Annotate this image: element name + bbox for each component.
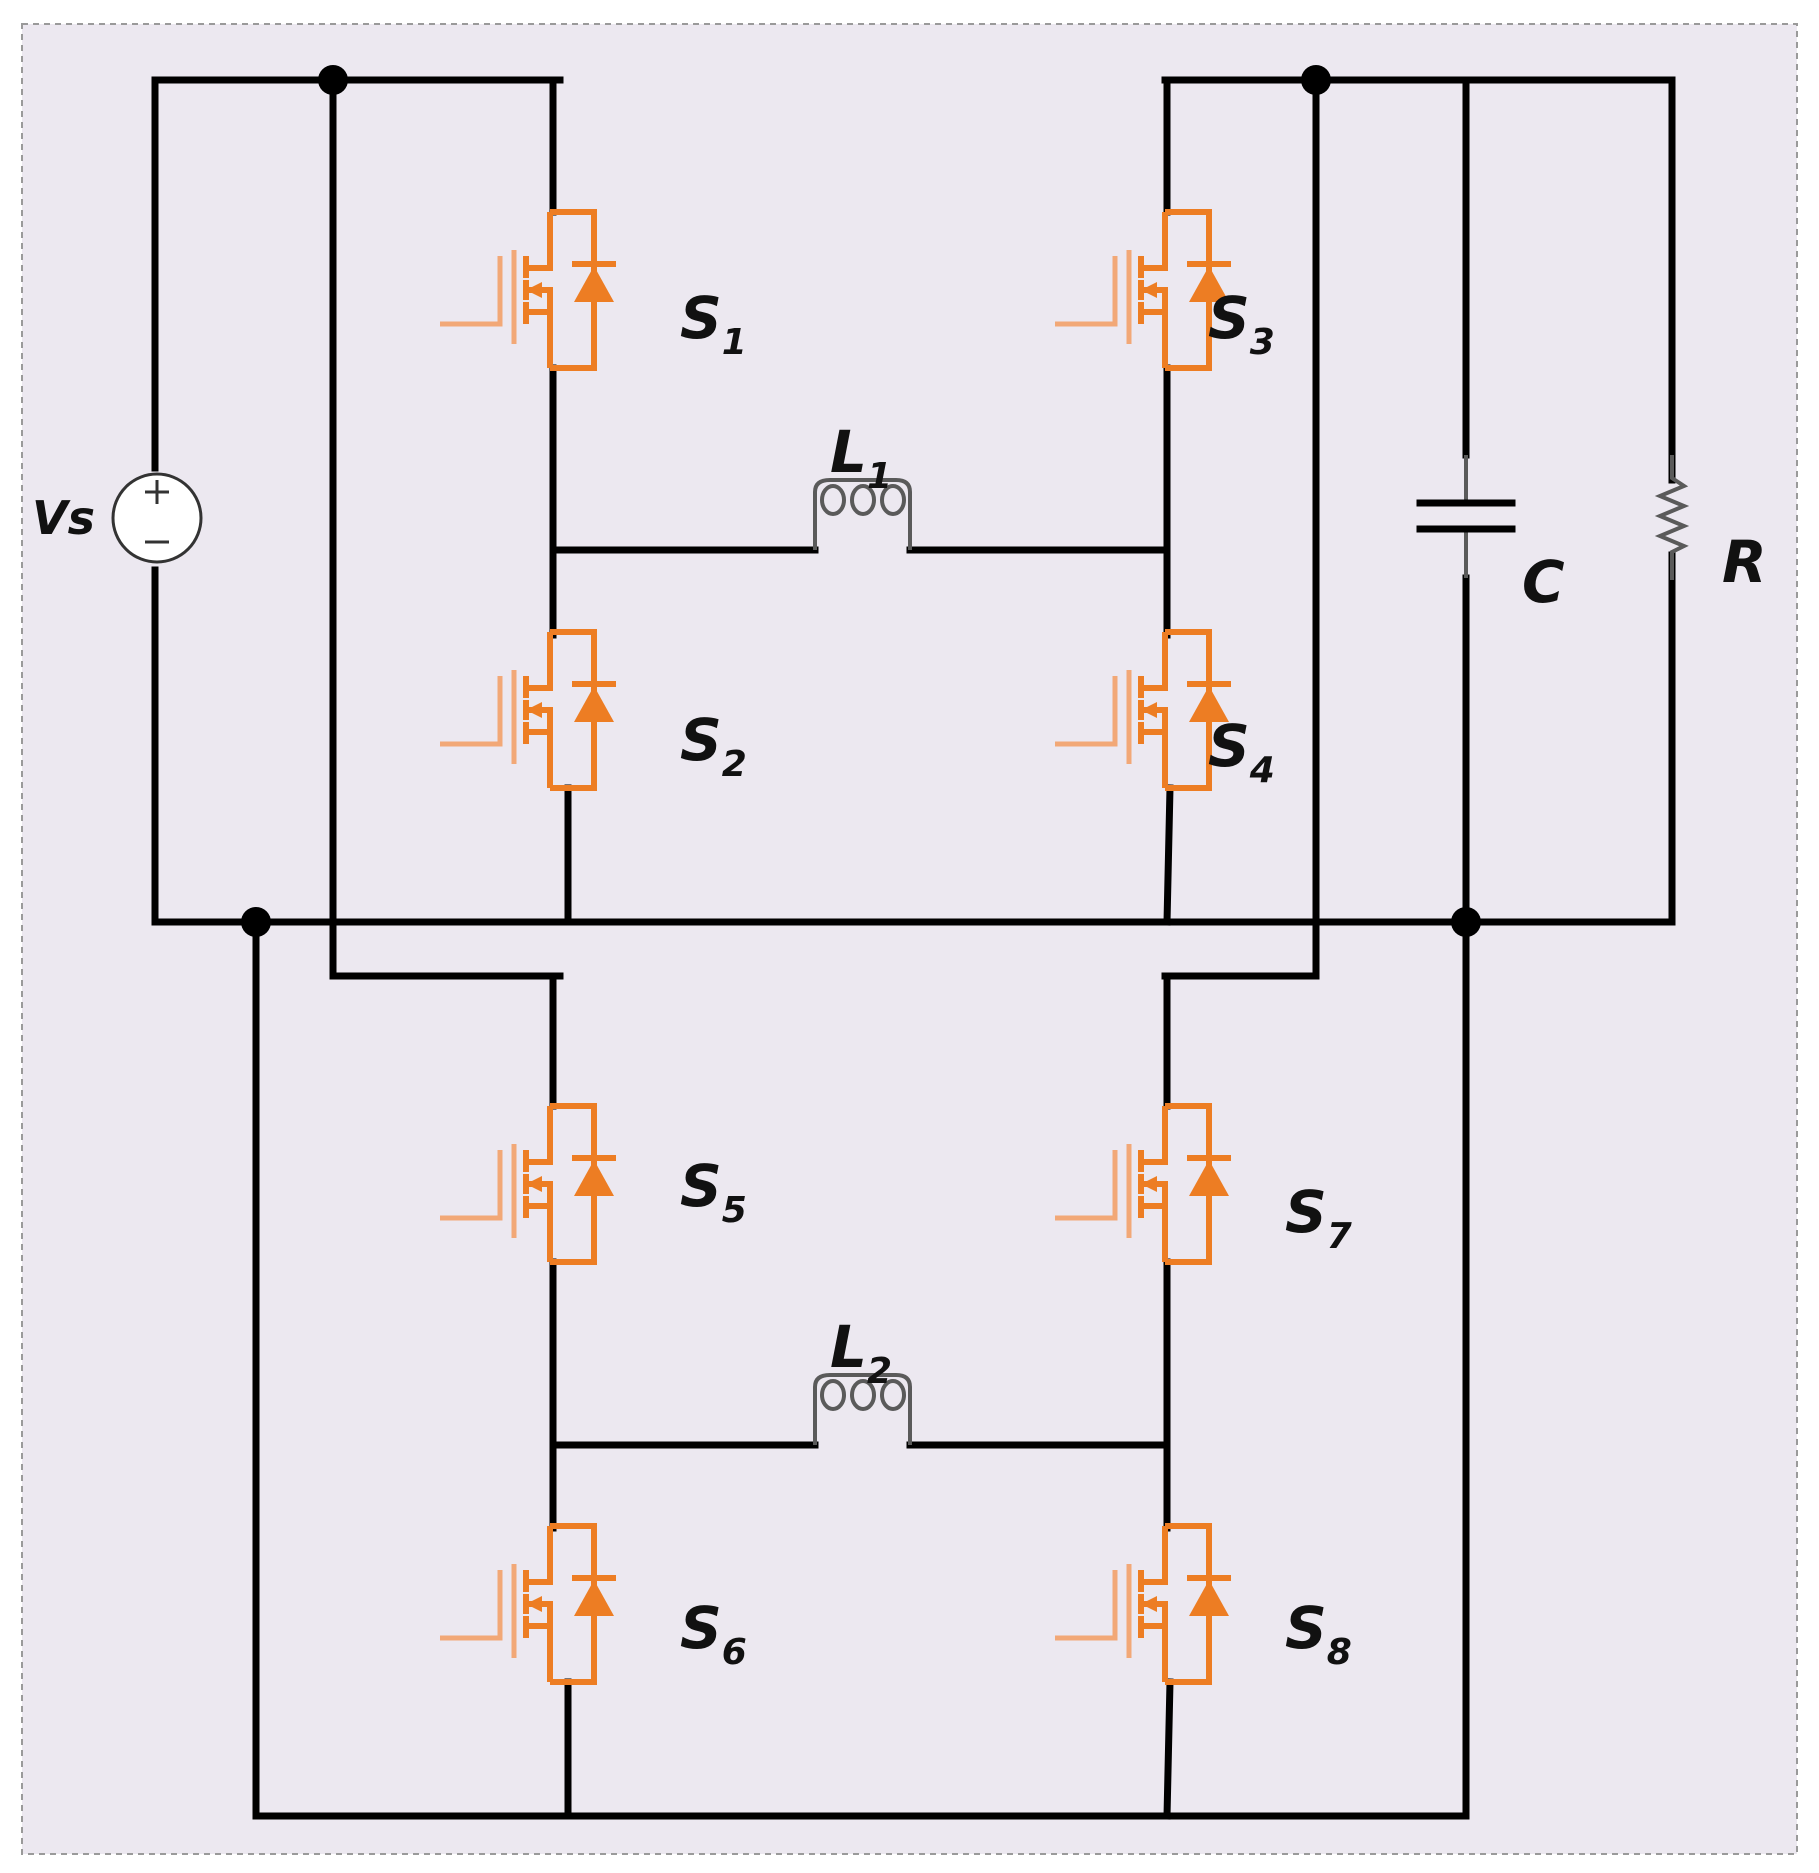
switch-label-s6: S6 [680,1594,747,1673]
diode-icon [1189,266,1229,302]
inductor-label: L1 [830,418,892,497]
junction-node [1301,65,1331,95]
lower-right-leg-bottom [1163,1678,1174,1820]
inductor-l2: L2 [813,1313,912,1445]
resistor-label: R [1722,528,1767,596]
mosfet-s5 [440,1103,616,1265]
gate-lead [440,1570,503,1641]
inductor-coil [820,484,907,516]
switch-label-s4: S4 [1208,712,1275,791]
capacitor-plate [1416,499,1516,533]
body-arrow-icon [526,1176,542,1192]
mosfet-s6 [440,1523,616,1685]
switch-label-s1: S1 [680,284,747,363]
diode-icon [574,1160,614,1196]
junction-node [318,65,348,95]
body-arrow-icon [1141,702,1157,718]
gate-lead [440,676,503,747]
inductor-coil [813,1373,912,1445]
body-arrow-icon [526,282,542,298]
gate-lead [1055,256,1118,327]
junction-node [241,907,271,937]
switches [440,209,1231,1685]
resistor-zigzag [1654,455,1690,580]
diode-icon [1189,1580,1229,1616]
upper-right-leg-bottom [1163,784,1174,926]
capacitor-label: C [1522,548,1565,616]
switch-label-s8: S8 [1285,1594,1352,1673]
inductor-coil [813,478,912,550]
switch-label-s3: S3 [1208,284,1275,363]
body-arrow-icon [526,702,542,718]
body-arrow-icon [1141,1596,1157,1612]
switch-label-s2: S2 [680,706,747,785]
switch-label-s5: S5 [680,1152,747,1231]
inductor-coil [820,1379,907,1411]
body-arrow-icon [526,1596,542,1612]
gate-lead [1055,1570,1118,1641]
gate-lead [440,1150,503,1221]
diode-icon [574,1580,614,1616]
body-arrow-icon [1141,1176,1157,1192]
mosfet-s1 [440,209,616,371]
diode-icon [574,266,614,302]
inductor-l1: L1 [813,418,912,550]
crossover-right [1161,76,1320,980]
wires [151,76,1676,1820]
diagram-frame [21,23,1798,1855]
mosfet-s4 [1055,629,1231,791]
gate-lead [440,256,503,327]
junction-nodes [241,65,1481,937]
source-label: Vs [32,491,95,545]
switch-labels: S1 S2 S3 S4 S5 S6 S7 S8 [680,284,1352,1673]
diode-icon [1189,1160,1229,1196]
gate-lead [1055,676,1118,747]
source-circle [111,472,203,564]
inductor-label: L2 [830,1313,892,1392]
crossover-left [329,76,564,980]
body-arrow-icon [1141,282,1157,298]
resistor: R [1654,455,1767,596]
diode-icon [1189,686,1229,722]
mosfet-s3 [1055,209,1231,371]
mosfet-s2 [440,629,616,791]
mosfet-s8 [1055,1523,1231,1685]
mosfet-s7 [1055,1103,1231,1265]
switch-label-s7: S7 [1285,1178,1352,1257]
junction-node [1451,907,1481,937]
gate-lead [1055,1150,1118,1221]
voltage-source: Vs [32,472,203,564]
plus-icon [145,480,169,504]
capacitor: C [1416,455,1565,616]
diode-icon [574,686,614,722]
